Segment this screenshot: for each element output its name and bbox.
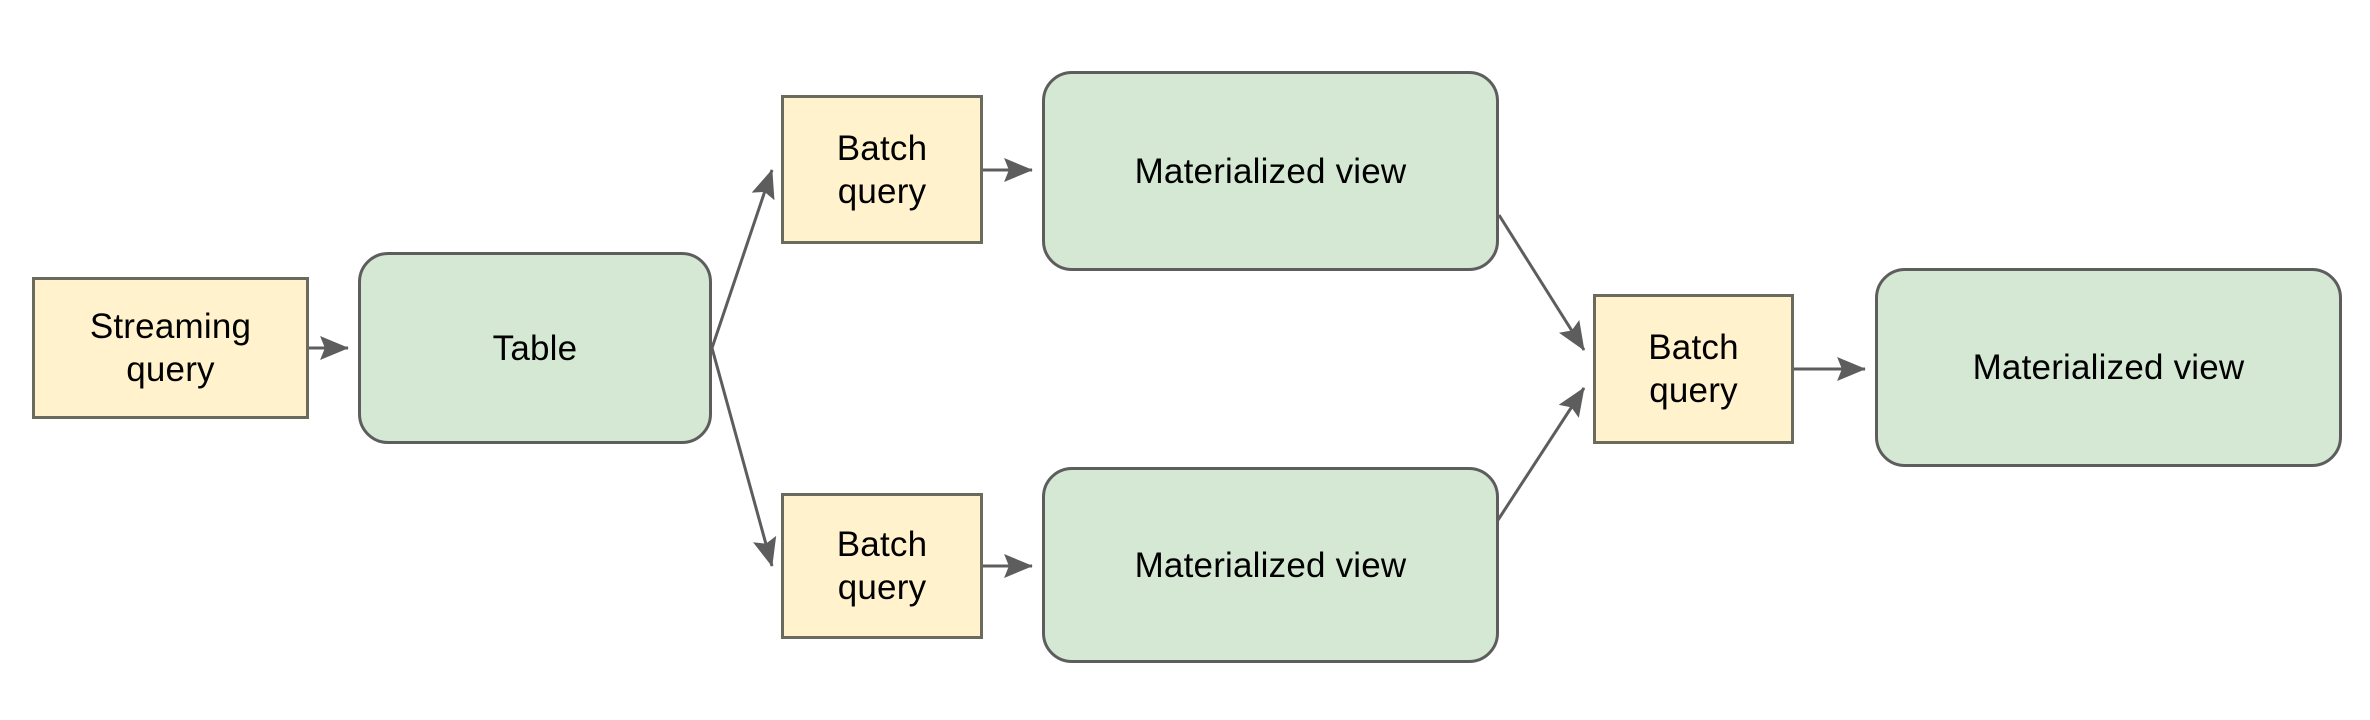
- edge-view-bottom-to-merge: [1496, 387, 1586, 521]
- node-batch-query-top-label: Batch query: [836, 128, 928, 211]
- node-batch-query-merge-label: Batch query: [1648, 328, 1739, 410]
- node-batch-query-merge[interactable]: Batch query: [1593, 294, 1794, 444]
- node-streaming-query-label: Streaming query: [89, 307, 252, 389]
- node-materialized-view-final-label: Materialized view: [1972, 348, 2245, 387]
- edge-table-to-batch-bottom: [710, 347, 777, 567]
- node-batch-query-top[interactable]: Batch query: [781, 95, 983, 244]
- edge-view-top-to-merge: [1497, 214, 1586, 351]
- node-materialized-view-bottom[interactable]: Materialized view: [1042, 467, 1499, 663]
- node-table-label: Table: [492, 328, 578, 368]
- node-batch-query-bottom-label: Batch query: [836, 525, 928, 607]
- node-materialized-view-top[interactable]: Materialized view: [1042, 71, 1499, 271]
- node-materialized-view-bottom-label: Materialized view: [1134, 545, 1407, 585]
- node-streaming-query[interactable]: Streaming query: [32, 277, 309, 419]
- node-table[interactable]: Table: [358, 252, 712, 444]
- node-materialized-view-final[interactable]: Materialized view: [1875, 268, 2342, 467]
- node-materialized-view-top-label: Materialized view: [1134, 151, 1407, 191]
- edge-table-to-batch-top: [710, 169, 775, 349]
- node-batch-query-bottom[interactable]: Batch query: [781, 493, 983, 639]
